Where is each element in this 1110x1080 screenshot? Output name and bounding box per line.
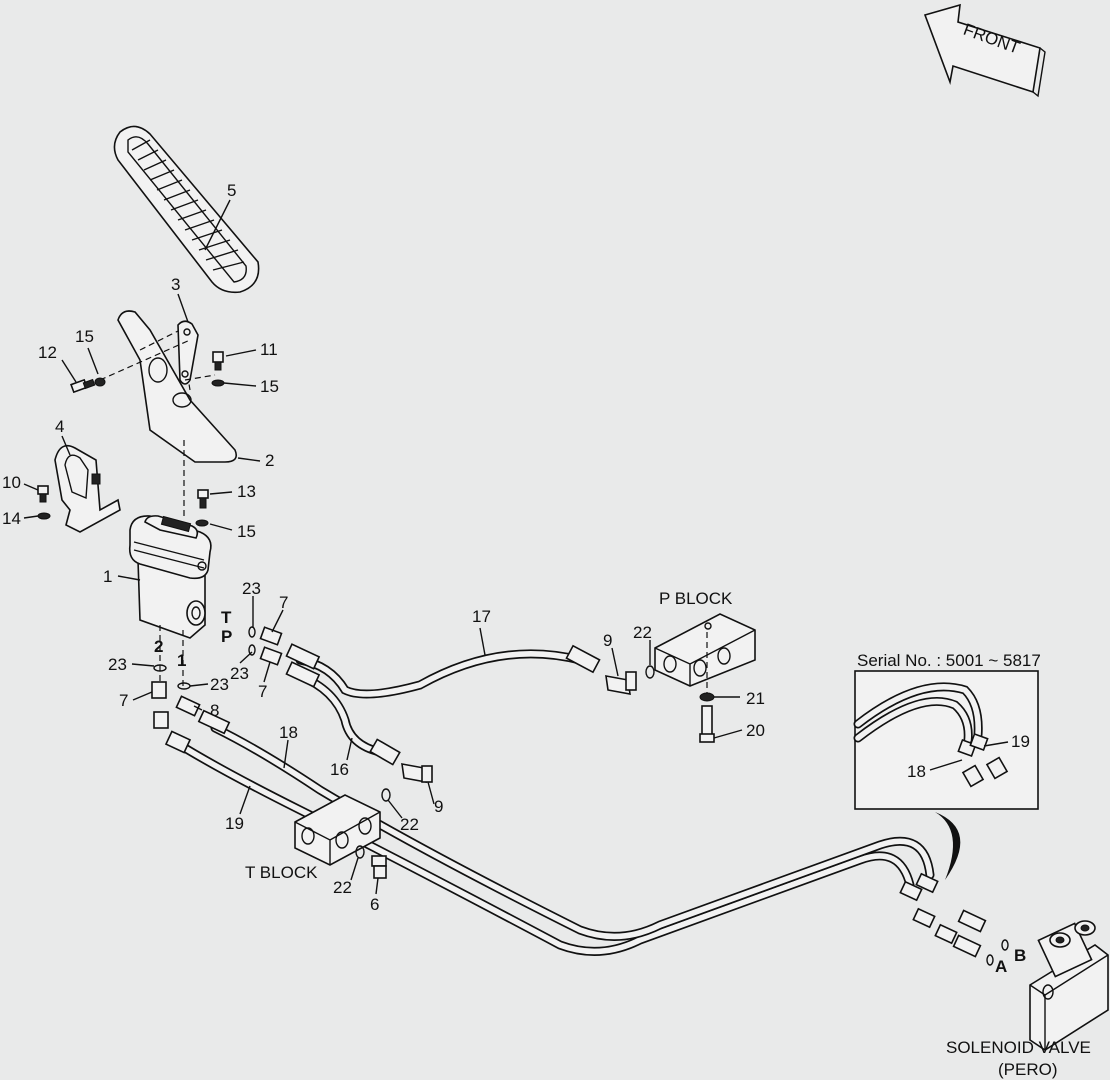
washer-15-upper xyxy=(94,377,106,387)
callout-5: 5 xyxy=(227,181,236,200)
o-ring-22-t-lower xyxy=(355,845,365,859)
callout-15-upper: 15 xyxy=(75,327,94,346)
solenoid-label-line2: (PERO) xyxy=(998,1060,1058,1079)
callout-12: 12 xyxy=(38,343,57,362)
port-label-a: A xyxy=(995,957,1007,976)
callout-19: 19 xyxy=(225,814,244,833)
bolt-11 xyxy=(212,351,224,371)
bolt-13 xyxy=(197,489,209,509)
o-ring-22-t-upper xyxy=(381,788,391,802)
callout-6: 6 xyxy=(370,895,379,914)
callout-7-b: 7 xyxy=(258,682,267,701)
solenoid-label-line1: SOLENOID VALVE xyxy=(946,1038,1091,1057)
callout-23-b: 23 xyxy=(230,664,249,683)
callout-3: 3 xyxy=(171,275,180,294)
callout-8: 8 xyxy=(210,701,219,720)
bolt-12 xyxy=(70,378,96,394)
hose-16 xyxy=(295,671,385,757)
port-label-b: B xyxy=(1014,946,1026,965)
callout-13: 13 xyxy=(237,482,256,501)
washer-15-mid xyxy=(211,379,225,387)
inset-title: Serial No. : 5001 ~ 5817 xyxy=(857,651,1041,670)
port-label-p: P xyxy=(221,627,232,646)
callout-1: 1 xyxy=(103,567,112,586)
hose-17-end-fitting xyxy=(565,644,601,674)
hose-18-19 xyxy=(170,723,935,956)
guard-bracket xyxy=(54,444,121,533)
valve-body xyxy=(128,515,212,639)
callout-16: 16 xyxy=(330,760,349,779)
hose-17 xyxy=(295,649,585,699)
p-block xyxy=(654,613,756,700)
callout-11: 11 xyxy=(260,340,278,359)
callout-23-a: 23 xyxy=(242,579,261,598)
washer-21 xyxy=(699,692,715,702)
solenoid-fittings xyxy=(899,872,1009,966)
fitting-6 xyxy=(371,855,387,879)
callouts: 5 3 15 12 11 15 2 4 10 14 13 15 1 23 7 2… xyxy=(2,181,1030,914)
callout-23-d: 23 xyxy=(210,675,229,694)
leader-lines xyxy=(23,199,1009,895)
inset-callout-18: 18 xyxy=(907,762,926,781)
inset-pointer xyxy=(935,812,961,880)
callout-7-c: 7 xyxy=(119,691,128,710)
link-plate xyxy=(99,320,216,385)
inset-detail xyxy=(853,670,1039,810)
callout-17: 17 xyxy=(472,607,491,626)
pedal-bracket xyxy=(117,310,238,463)
callout-20: 20 xyxy=(746,721,765,740)
washer-14 xyxy=(37,512,51,520)
callout-2: 2 xyxy=(265,451,274,470)
front-arrow: FRONT xyxy=(923,3,1046,98)
tee-fitting-9-lower xyxy=(369,738,433,783)
callout-22-t-lower: 22 xyxy=(333,878,352,897)
callout-22-p: 22 xyxy=(633,623,652,642)
callout-18: 18 xyxy=(279,723,298,742)
fitting-8 xyxy=(175,695,201,717)
fittings-7 xyxy=(151,626,321,754)
callout-21: 21 xyxy=(746,689,765,708)
callout-15-lower: 15 xyxy=(237,522,256,541)
callout-4: 4 xyxy=(55,417,64,436)
inset-callout-19: 19 xyxy=(1011,732,1030,751)
tee-fitting-9-upper xyxy=(605,671,637,695)
port-label-1: 1 xyxy=(177,651,186,670)
callout-7-a: 7 xyxy=(279,593,288,612)
callout-10: 10 xyxy=(2,473,21,492)
p-block-label: P BLOCK xyxy=(659,589,733,608)
t-block xyxy=(294,794,381,866)
callout-9-lower: 9 xyxy=(434,797,443,816)
port-label-2: 2 xyxy=(154,637,163,656)
t-block-label: T BLOCK xyxy=(245,863,318,882)
callout-23-c: 23 xyxy=(108,655,127,674)
port-label-t: T xyxy=(221,608,232,627)
bolt-20 xyxy=(699,705,715,743)
pedal-pad xyxy=(113,125,260,294)
solenoid-valve xyxy=(1029,920,1109,1051)
o-ring-22-p xyxy=(645,665,655,679)
callout-22-t-upper: 22 xyxy=(400,815,419,834)
callout-9-upper: 9 xyxy=(603,631,612,650)
washer-15-lower xyxy=(195,519,209,527)
callout-14: 14 xyxy=(2,509,21,528)
bolt-10 xyxy=(37,485,49,503)
callout-15-mid: 15 xyxy=(260,377,279,396)
